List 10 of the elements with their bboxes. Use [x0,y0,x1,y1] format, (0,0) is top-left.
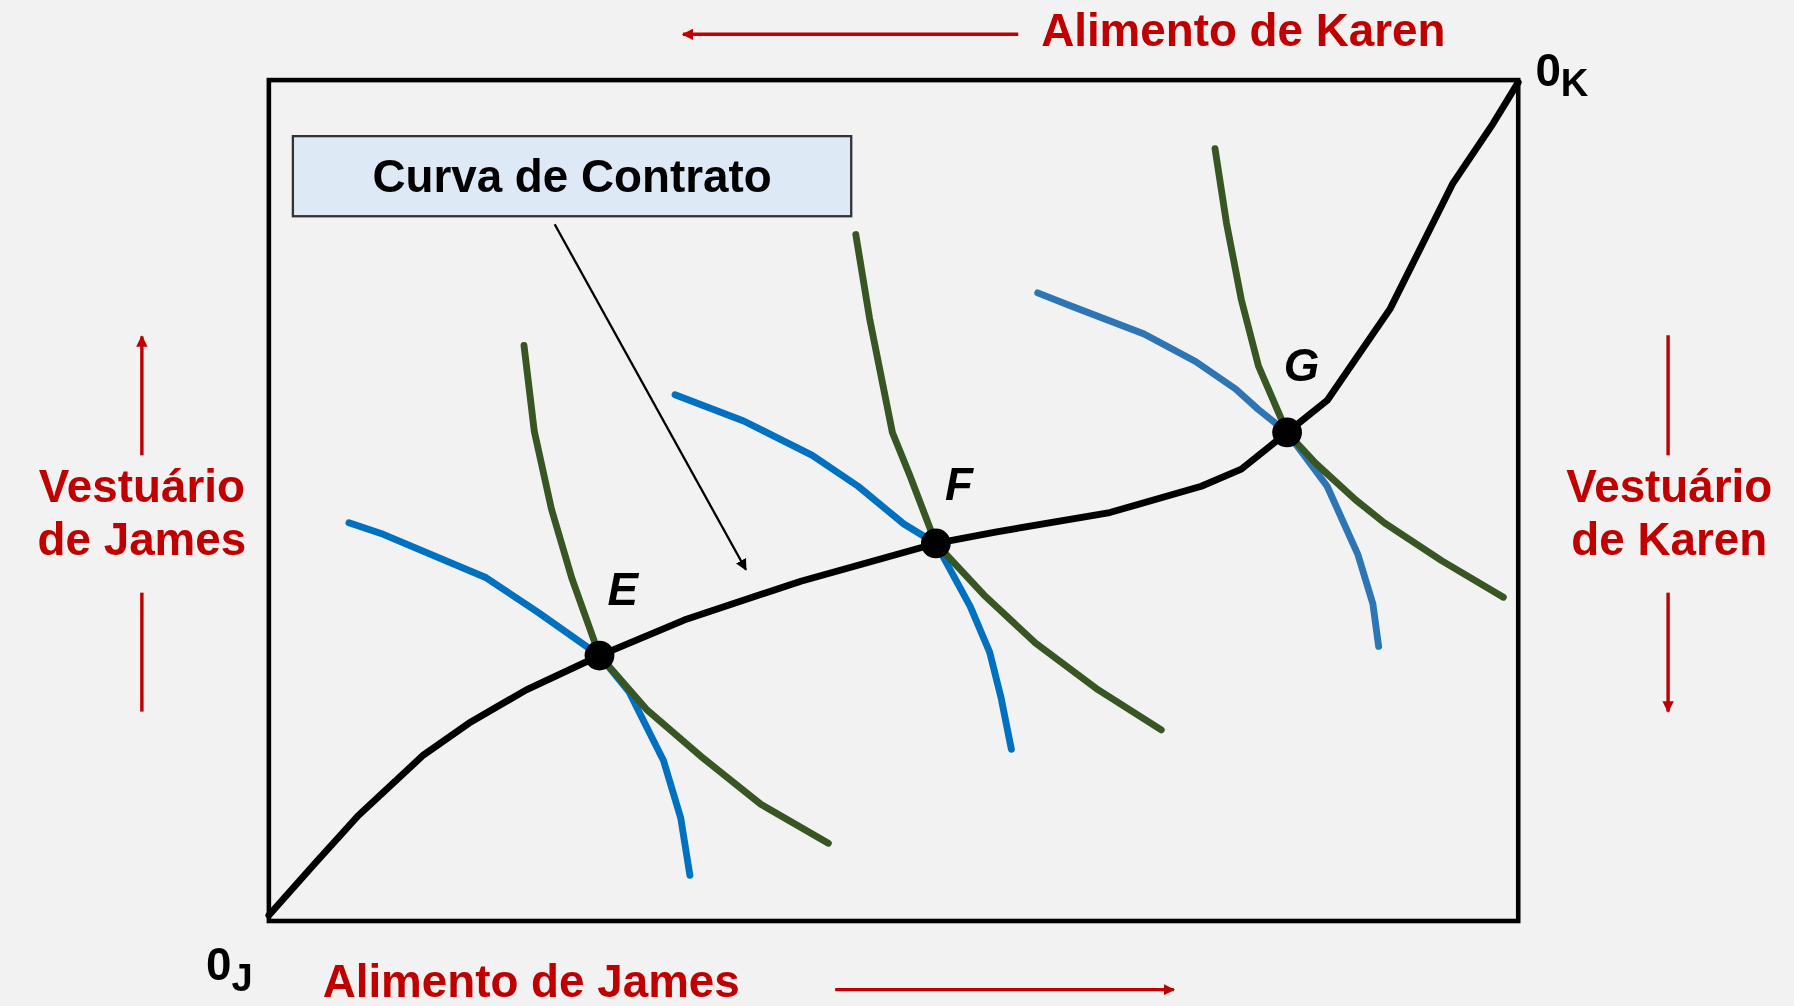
axis-label: Alimento de Karen [1041,3,1446,57]
point-label: E [607,563,639,616]
axis-label: Alimento de James [322,954,740,1006]
origin-label: 0$_{J}$ [205,938,253,1001]
leader-line [553,223,747,571]
point-label: F [945,457,973,511]
origin-label: 0$_{K}$ [1535,43,1589,106]
axis-label: Vestuário de Karen [1565,460,1774,566]
axis-label: Vestuário de James [36,460,248,566]
point-label: G [1283,338,1320,392]
